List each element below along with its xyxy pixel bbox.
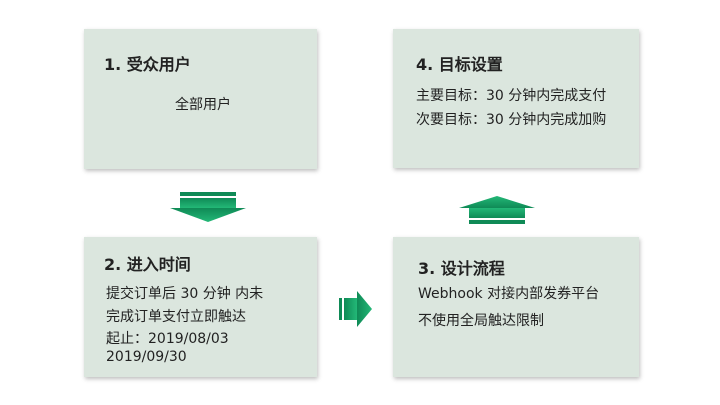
step-2-box: 2. 进入时间 提交订单后 30 分钟 内未 完成订单支付立即触达 起止：201… xyxy=(84,237,317,377)
step-1-line: 全部用户 xyxy=(175,97,231,113)
arrow-up-icon xyxy=(459,196,535,224)
step-3-line-1: Webhook 对接内部发券平台 xyxy=(418,286,600,302)
step-3-title: 3. 设计流程 xyxy=(418,259,505,278)
step-4-line-1: 主要目标：30 分钟内完成支付 xyxy=(416,88,607,104)
step-2-title: 2. 进入时间 xyxy=(104,255,191,274)
step-2-line-3: 起止：2019/08/03 xyxy=(106,331,229,347)
step-2-line-4: 2019/09/30 xyxy=(106,349,187,365)
step-4-title: 4. 目标设置 xyxy=(416,55,503,74)
step-3-box: 3. 设计流程 Webhook 对接内部发券平台 不使用全局触达限制 xyxy=(393,237,639,377)
arrow-down-icon xyxy=(170,192,246,222)
step-4-line-2: 次要目标：30 分钟内完成加购 xyxy=(416,112,607,128)
step-1-title: 1. 受众用户 xyxy=(104,55,191,74)
step-1-box: 1. 受众用户 全部用户 xyxy=(84,29,317,169)
arrow-right-icon xyxy=(339,291,372,327)
step-3-line-2: 不使用全局触达限制 xyxy=(418,313,544,329)
step-2-line-2: 完成订单支付立即触达 xyxy=(106,309,246,325)
step-4-box: 4. 目标设置 主要目标：30 分钟内完成支付 次要目标：30 分钟内完成加购 xyxy=(393,29,639,168)
step-2-line-1: 提交订单后 30 分钟 内未 xyxy=(106,286,264,302)
